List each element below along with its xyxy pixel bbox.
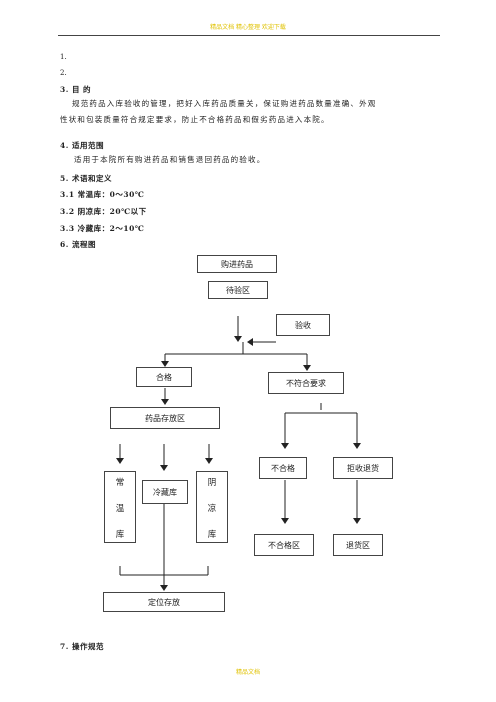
cool-char-2: 凉 xyxy=(207,504,217,514)
node-noncompliant: 不符合要求 xyxy=(268,372,344,394)
cool-char-3: 库 xyxy=(207,530,217,540)
term-cold: 3.3 冷藏库：2～10℃ xyxy=(60,224,145,233)
page-header: 精品文档 精心整理 欢迎下载 xyxy=(210,24,286,31)
node-inspection: 验收 xyxy=(276,314,330,336)
section-scope-title: 4. 适用范围 xyxy=(60,141,104,150)
node-location-storage: 定位存放 xyxy=(103,592,225,612)
list-number-1: 1. xyxy=(60,53,67,61)
node-pass: 合格 xyxy=(136,367,192,387)
normal-temp-char-1: 常 xyxy=(115,478,125,488)
section-flow-title: 6. 流程图 xyxy=(60,240,96,249)
term-normal-temp: 3.1 常温库：0～30℃ xyxy=(60,190,145,199)
node-normal-temp-storage: 常 温 库 xyxy=(104,471,136,543)
normal-temp-char-2: 温 xyxy=(115,504,125,514)
node-cold-storage: 冷藏库 xyxy=(142,480,188,504)
term-cool: 3.2 阴凉库：20℃以下 xyxy=(60,207,147,216)
purpose-line-1: 规范药品入库验收的管理，把好入库药品质量关，保证购进药品数量准确、外观 xyxy=(72,99,377,108)
node-unqualified-area: 不合格区 xyxy=(254,534,314,556)
node-refuse-return: 拒收退货 xyxy=(333,457,393,479)
node-storage-area: 药品存放区 xyxy=(110,407,220,429)
scope-text: 适用于本院所有购进药品和销售退回药品的验收。 xyxy=(74,155,266,164)
purpose-line-2: 性状和包装质量符合规定要求，防止不合格药品和假劣药品进入本院。 xyxy=(60,115,330,124)
page-footer: 精品文档 xyxy=(235,669,260,676)
section-terms-title: 5. 术语和定义 xyxy=(60,174,112,183)
section-operations-title: 7. 操作规范 xyxy=(60,642,104,651)
header-rule xyxy=(58,35,440,36)
node-pending-area: 待验区 xyxy=(208,281,268,299)
normal-temp-char-3: 库 xyxy=(115,530,125,540)
node-cool-storage: 阴 凉 库 xyxy=(196,471,228,543)
cool-char-1: 阴 xyxy=(207,478,217,488)
list-number-2: 2. xyxy=(60,69,67,77)
node-return-area: 退货区 xyxy=(333,534,383,556)
node-purchase: 购进药品 xyxy=(197,255,277,273)
node-unqualified: 不合格 xyxy=(259,457,307,479)
section-purpose-title: 3. 目 的 xyxy=(60,85,92,94)
